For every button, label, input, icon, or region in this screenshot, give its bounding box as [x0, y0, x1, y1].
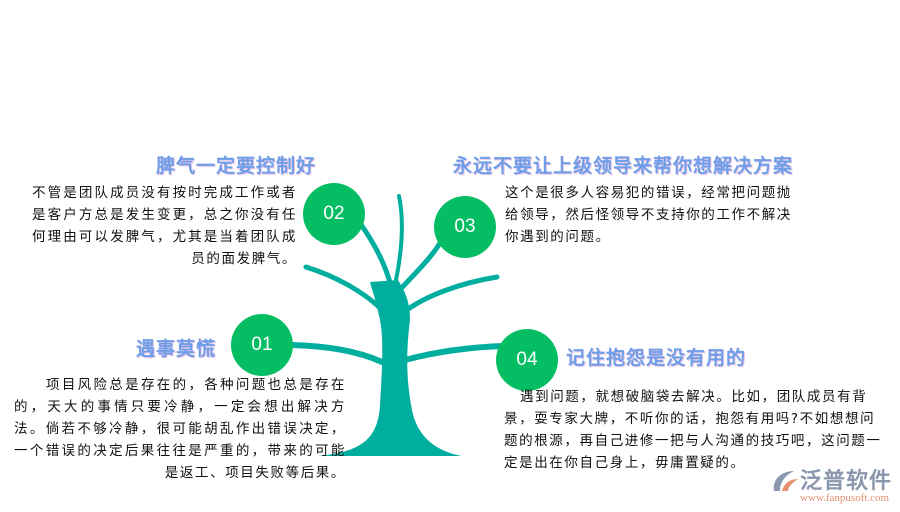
title-04: 记住抱怨是没有用的 — [566, 347, 747, 369]
tree-trunk — [318, 280, 462, 456]
branch-03 — [395, 237, 445, 295]
logo-url: www.fanpusoft.com — [800, 492, 890, 504]
circle-04: 04 — [496, 329, 558, 391]
branch-01 — [289, 342, 385, 365]
text-04: 遇到问题，就想破脑袋去解决。比如，团队成员有背景，耍专家大牌，不听你的话，抱怨有… — [504, 389, 882, 471]
branch-04 — [402, 343, 508, 363]
branch-right — [401, 274, 500, 315]
text-02: 不管是团队成员没有按时完成工作或者是客户方总是发生变更，总之你没有任何理由可以发… — [32, 185, 297, 267]
circle-03: 03 — [434, 196, 496, 258]
branch-center — [394, 194, 404, 282]
text-01: 项目风险总是存在的，各种问题也总是存在的，天大的事情只要冷静，一定会想出解决方法… — [14, 377, 346, 481]
logo-name: 泛普软件 — [800, 469, 893, 494]
text-03: 这个是很多人容易犯的错误，经常把问题抛给领导，然后怪领导不支持你的工作不解决你遇… — [505, 185, 792, 245]
title-03: 永远不要让上级领导来帮你想解决方案 — [453, 155, 794, 177]
title-01: 遇事莫慌 — [136, 338, 217, 360]
circle-02: 02 — [303, 183, 365, 245]
title-02: 脾气一定要控制好 — [156, 155, 317, 177]
branch-left — [303, 264, 387, 315]
branch-02 — [359, 223, 395, 293]
circle-01: 01 — [231, 314, 293, 376]
logo-mark-icon — [773, 471, 798, 491]
